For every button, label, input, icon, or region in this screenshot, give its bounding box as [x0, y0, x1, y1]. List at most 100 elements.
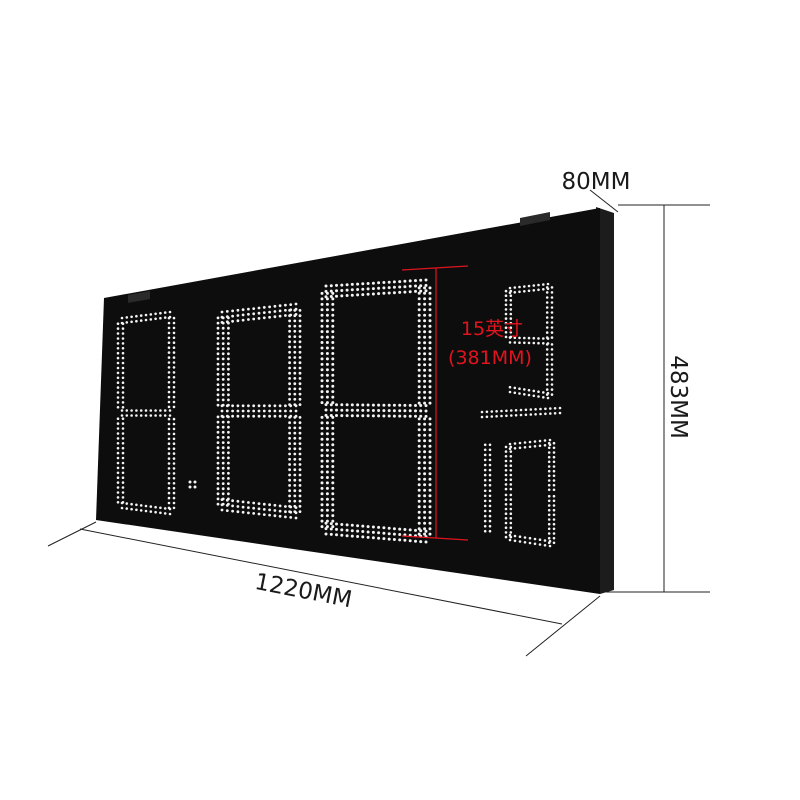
led-dot [550, 353, 554, 356]
led-dot [288, 468, 291, 472]
led-dot [371, 536, 375, 540]
led-dot [538, 543, 542, 546]
led-dot [325, 308, 329, 312]
led-dot [168, 414, 172, 417]
led-dot [550, 393, 554, 396]
led-dot [552, 488, 556, 492]
led-dot [216, 357, 220, 361]
led-dot [408, 539, 412, 543]
led-dot [231, 309, 235, 313]
led-dot [547, 522, 551, 526]
led-dot [227, 321, 230, 325]
led-dot [298, 335, 302, 338]
led-dot [483, 524, 487, 528]
led-dot [552, 532, 556, 535]
led-dot [538, 439, 542, 443]
led-dot [417, 385, 421, 389]
led-dot [356, 293, 360, 297]
led-dot [320, 330, 324, 334]
led-dot [216, 482, 220, 485]
led-dot [320, 443, 324, 447]
led-dot [298, 468, 302, 472]
led-dot [529, 408, 533, 411]
led-dot [154, 409, 157, 412]
led-dot [231, 314, 235, 318]
led-dot [428, 417, 432, 421]
led-dot [329, 403, 333, 407]
led-dot [414, 289, 417, 293]
led-dot [116, 461, 120, 465]
led-dot [417, 521, 421, 525]
led-dot [361, 403, 365, 407]
led-dot [483, 504, 487, 508]
led-dot [509, 512, 513, 515]
led-dot [298, 489, 302, 493]
led-dot [424, 278, 428, 282]
led-dot [419, 540, 423, 544]
led-dot [227, 352, 230, 356]
led-dot [236, 499, 240, 503]
led-dot [423, 461, 427, 465]
led-dot [325, 421, 329, 425]
led-dot [298, 397, 302, 401]
led-dot [504, 503, 508, 506]
led-dot [288, 361, 291, 365]
led-dot [550, 326, 554, 329]
led-dot [545, 383, 549, 386]
led-dot [527, 336, 531, 340]
led-dot [257, 311, 261, 315]
led-dot [504, 289, 508, 293]
led-dot [325, 324, 329, 328]
led-dot [545, 358, 549, 361]
led-dot [543, 439, 547, 442]
led-dot [320, 465, 324, 468]
led-dot [428, 308, 432, 312]
led-dot [227, 357, 230, 361]
led-dot [509, 483, 513, 486]
led-dot [172, 400, 176, 404]
led-dot [545, 378, 549, 381]
led-dot [273, 509, 277, 512]
led-dot [545, 306, 549, 309]
led-dot [172, 467, 176, 470]
led-dot [298, 421, 302, 425]
led-dot [247, 404, 250, 408]
led-dot [331, 390, 335, 394]
led-dot [294, 302, 298, 306]
led-dot [320, 525, 324, 529]
led-dot [428, 483, 432, 487]
led-dot [548, 539, 552, 543]
led-dot [294, 404, 298, 408]
led-dot [417, 510, 421, 514]
led-dot [288, 431, 291, 435]
led-dot [252, 312, 256, 316]
led-dot [121, 347, 125, 350]
led-dot [331, 401, 335, 405]
led-dot [288, 345, 291, 349]
led-dot [216, 446, 220, 450]
led-dot [392, 403, 396, 407]
led-dot [293, 309, 297, 312]
led-dot [550, 296, 554, 299]
led-dot [159, 414, 162, 417]
led-dot [221, 326, 225, 330]
led-dot [350, 529, 354, 533]
led-dot [508, 442, 512, 446]
led-dot [288, 421, 291, 425]
led-dot [149, 505, 153, 508]
led-dot [121, 337, 125, 340]
led-dot [408, 279, 412, 283]
led-dot [558, 411, 562, 415]
led-dot [289, 409, 293, 413]
led-dot [273, 304, 277, 308]
led-dot [284, 314, 287, 317]
led-dot [325, 330, 329, 334]
led-dot [545, 348, 549, 351]
led-dot [121, 376, 125, 380]
led-dot [231, 499, 235, 503]
led-dot [428, 488, 432, 492]
led-dot [550, 343, 554, 346]
led-dot [509, 503, 513, 506]
led-dot [221, 466, 225, 470]
led-dot [504, 455, 508, 458]
